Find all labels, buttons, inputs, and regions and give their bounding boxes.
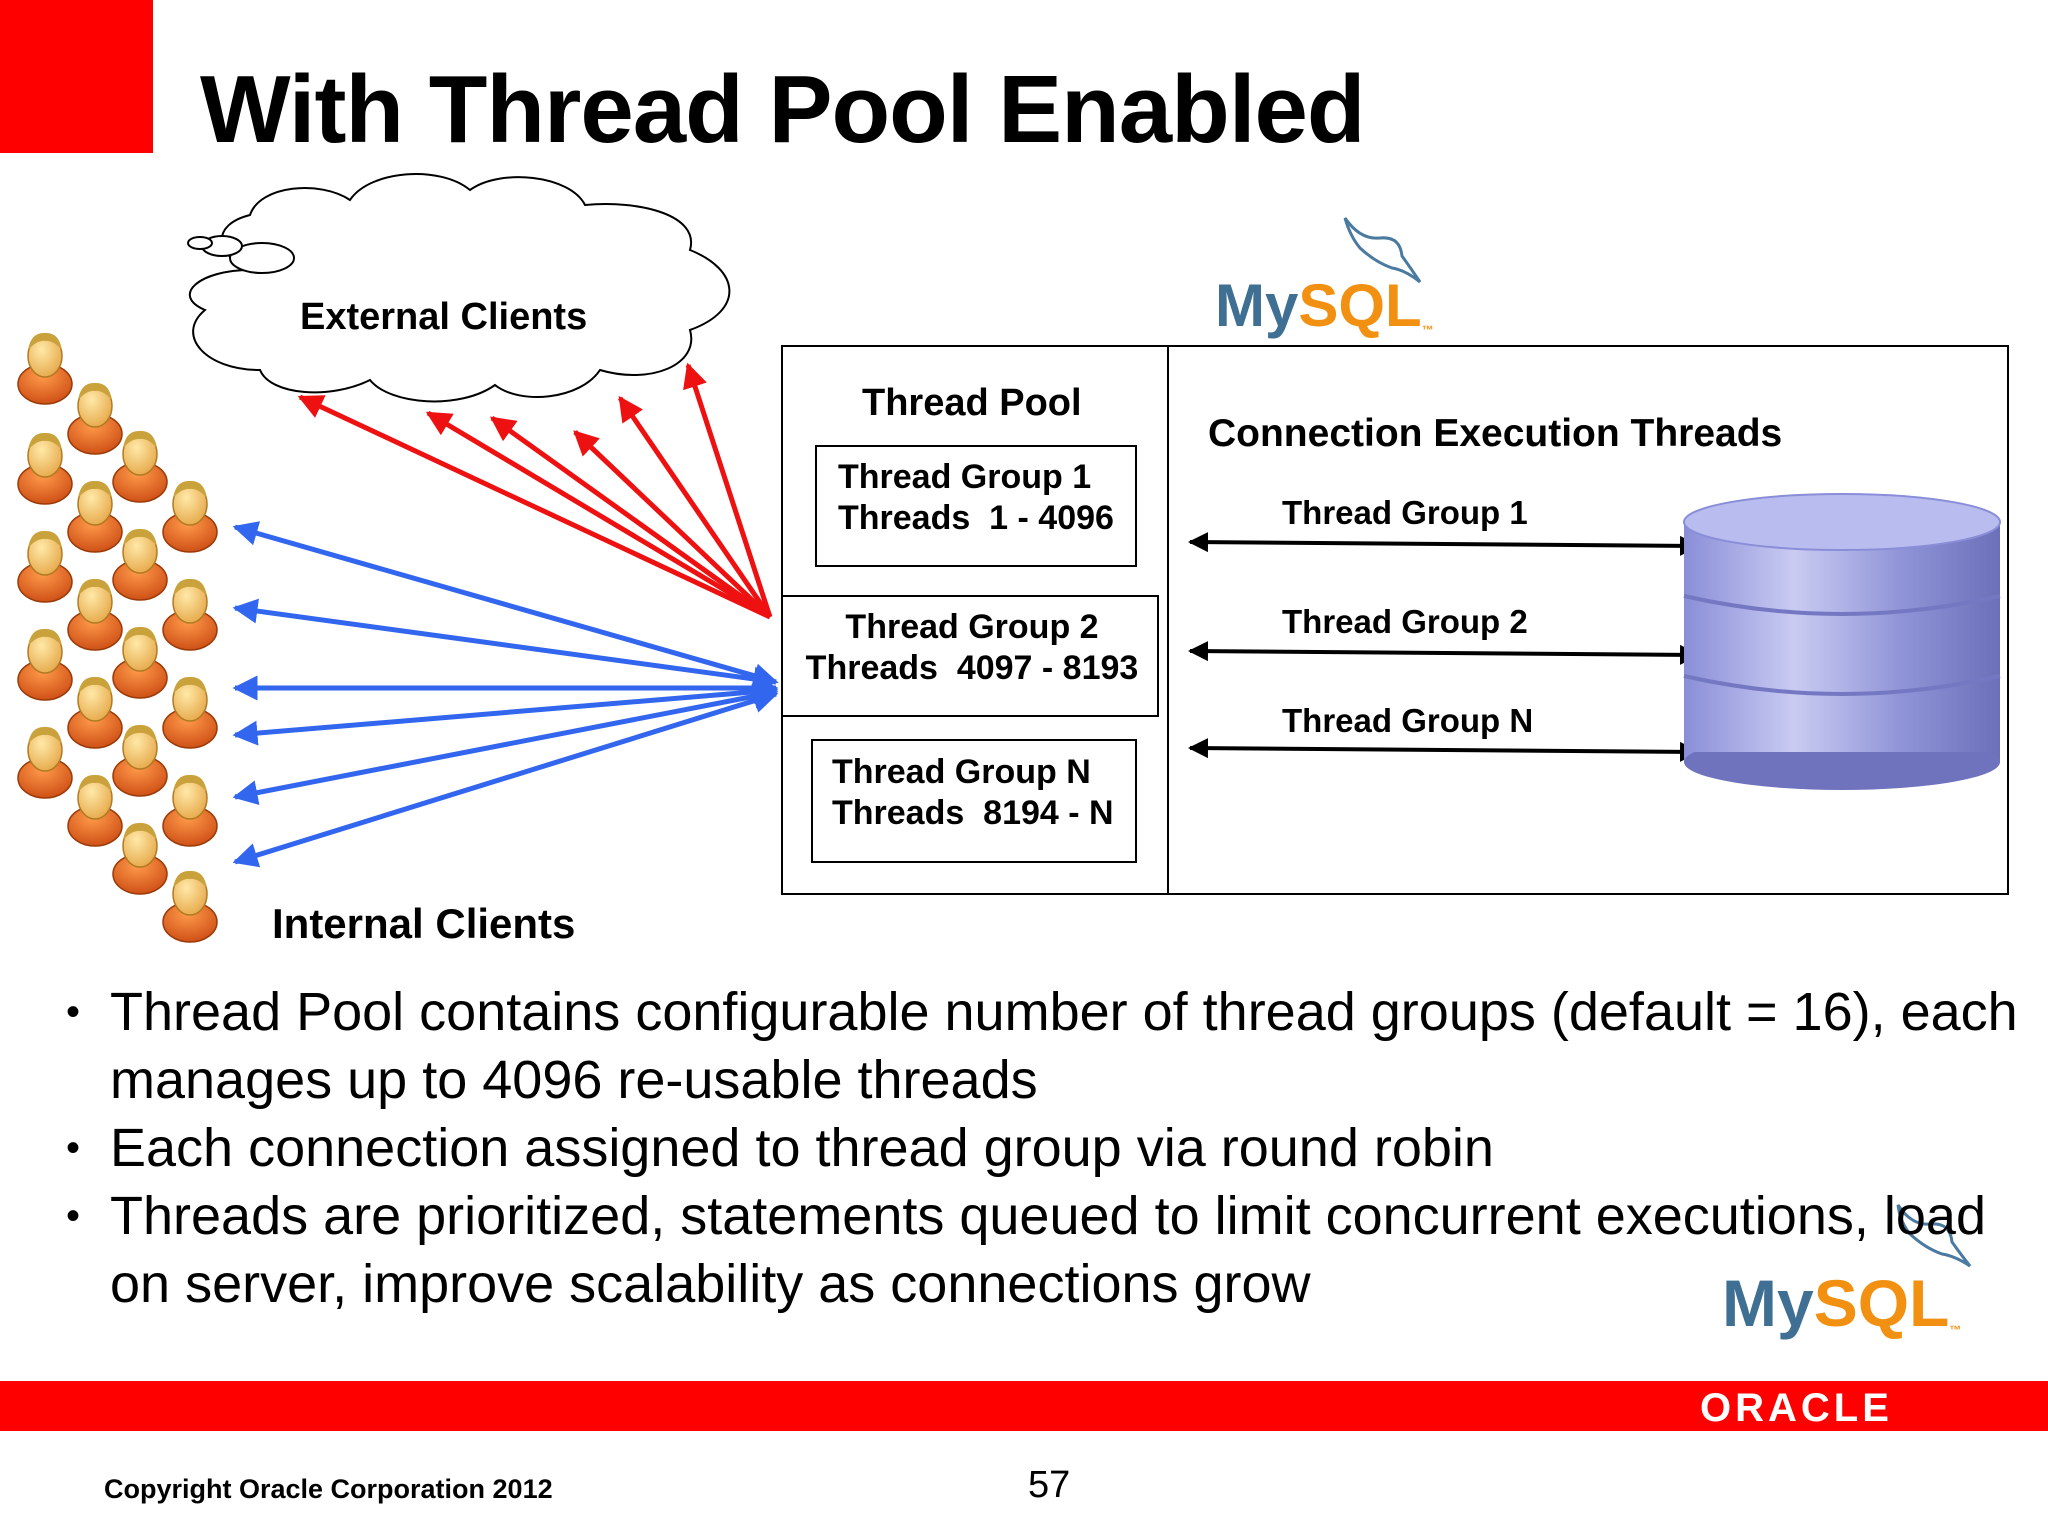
slide-title: With Thread Pool Enabled bbox=[200, 56, 1366, 163]
pool-group-n-threads: Threads 8194 - N bbox=[832, 794, 1114, 832]
execution-threads-title: Connection Execution Threads bbox=[1208, 412, 1783, 455]
mysql-logo-my: My bbox=[1722, 1266, 1814, 1340]
execution-row-1-label: Thread Group 1 bbox=[1282, 494, 1528, 531]
bullet-item: • Thread Pool contains configurable numb… bbox=[58, 978, 2018, 1114]
bullet-item: • Threads are prioritized, statements qu… bbox=[58, 1182, 2018, 1318]
mysql-logo-tm: ™ bbox=[1421, 323, 1434, 337]
mysql-logo-sql: SQL bbox=[1813, 1266, 1950, 1340]
execution-row-2-label: Thread Group 2 bbox=[1282, 603, 1528, 640]
pool-group-1-name: Thread Group 1 bbox=[838, 458, 1092, 496]
thread-pool-title: Thread Pool bbox=[862, 382, 1082, 424]
bullet-dot: • bbox=[66, 1194, 81, 1238]
execution-arrows bbox=[1188, 532, 1700, 762]
bullet-text-3: Threads are prioritized, statements queu… bbox=[110, 1186, 1986, 1314]
bullet-item: • Each connection assigned to thread gro… bbox=[58, 1114, 2018, 1182]
footer-red-bar bbox=[0, 1381, 2048, 1431]
internal-client-arrows bbox=[232, 521, 779, 868]
execution-row-n-label: Thread Group N bbox=[1282, 702, 1534, 739]
bullet-dot: • bbox=[66, 990, 81, 1034]
external-clients-cloud bbox=[187, 173, 731, 403]
bullet-dot: • bbox=[66, 1126, 81, 1170]
pool-group-1-threads: Threads 1 - 4096 bbox=[838, 499, 1114, 537]
bullet-text-2: Each connection assigned to thread group… bbox=[110, 1118, 1494, 1178]
pool-group-2: Thread Group 2 Threads 4097 - 8193 bbox=[804, 607, 1140, 689]
internal-clients-label: Internal Clients bbox=[272, 900, 576, 947]
bullet-list: • Thread Pool contains configurable numb… bbox=[58, 978, 2018, 1318]
pool-group-n: Thread Group N Threads 8194 - N bbox=[832, 752, 1114, 834]
mysql-logo-sql: SQL bbox=[1298, 272, 1422, 339]
pool-group-2-name: Thread Group 2 bbox=[845, 608, 1099, 646]
external-clients-label: External Clients bbox=[300, 296, 588, 338]
red-corner-block bbox=[0, 0, 153, 153]
thread-pool-diagram bbox=[17, 173, 2009, 1268]
database-cylinder-icon bbox=[1683, 493, 2001, 790]
pool-group-n-name: Thread Group N bbox=[832, 753, 1091, 791]
mysql-dolphin-icon bbox=[1343, 217, 1972, 1268]
pool-group-2-threads: Threads 4097 - 8193 bbox=[805, 649, 1139, 687]
copyright-text: Copyright Oracle Corporation 2012 bbox=[104, 1474, 553, 1504]
mysql-logo-tm: ™ bbox=[1949, 1323, 1962, 1337]
mysql-logo-bottom: MySQL™ bbox=[1722, 1270, 1961, 1336]
oracle-logo: ORACLE bbox=[1700, 1386, 1893, 1430]
page-number: 57 bbox=[1028, 1464, 1071, 1506]
thread-pool-container bbox=[781, 345, 2009, 895]
pool-group-1: Thread Group 1 Threads 1 - 4096 bbox=[838, 457, 1114, 539]
internal-clients-group bbox=[17, 332, 218, 943]
mysql-logo-my: My bbox=[1215, 272, 1299, 339]
bullet-text-1: Thread Pool contains configurable number… bbox=[110, 982, 2018, 1110]
mysql-logo-top: MySQL™ bbox=[1215, 276, 1434, 337]
external-client-arrows bbox=[297, 362, 773, 620]
